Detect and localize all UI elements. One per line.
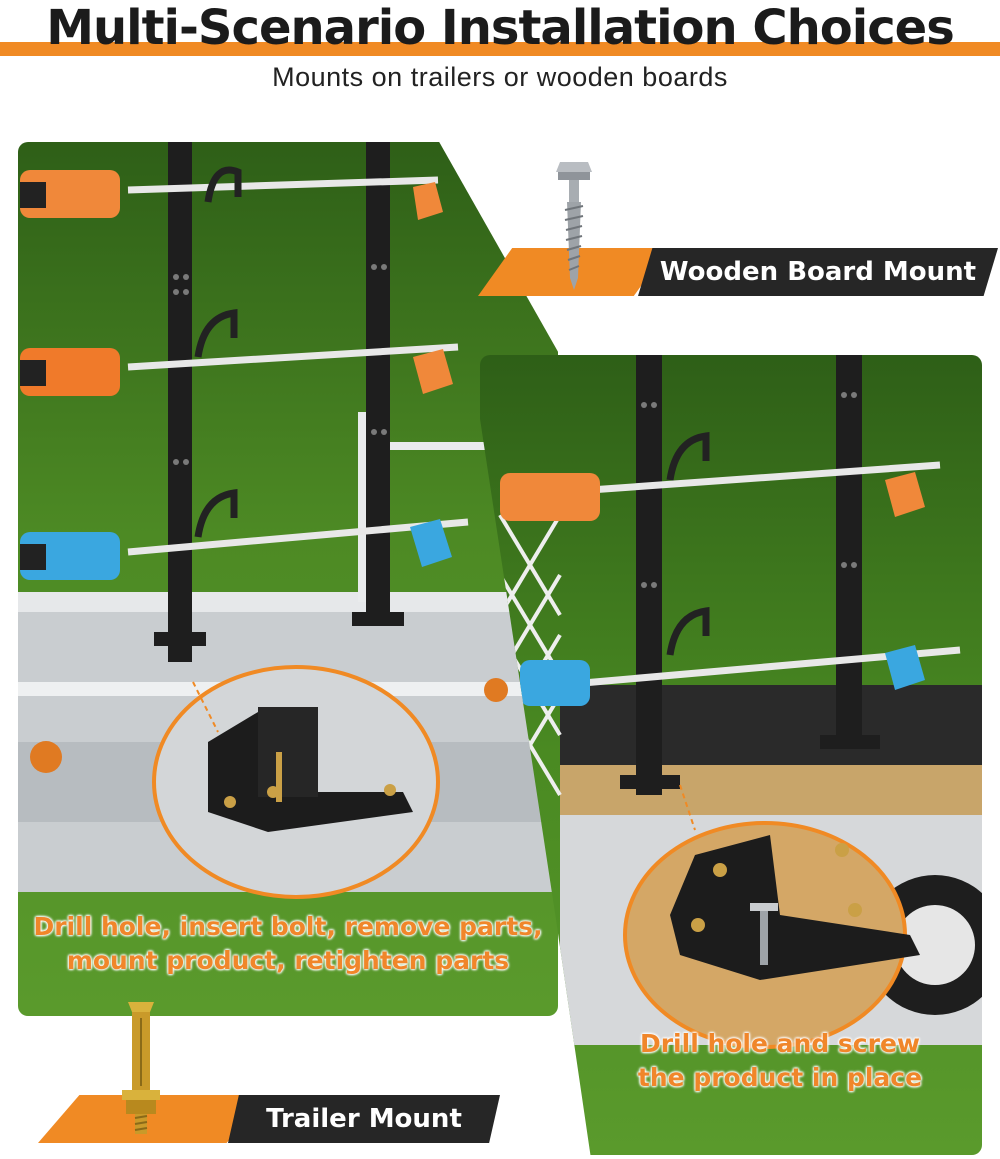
wooden-board-mount-label: Wooden Board Mount (638, 248, 998, 296)
wooden-caption-line1: Drill hole and screw (639, 1029, 921, 1058)
trailer-mount-tag: Trailer Mount (38, 1095, 500, 1143)
wooden-board-mount-photo: Drill hole and screw the product in plac… (480, 355, 982, 1155)
expansion-bolt-icon (122, 1002, 160, 1134)
page-title: Multi-Scenario Installation Choices (46, 0, 955, 56)
wood-screw-icon (556, 162, 592, 290)
trailer-caption-line1: Drill hole, insert bolt, remove parts, (33, 912, 543, 941)
trailer-scene-illustration (18, 142, 558, 1016)
header: Multi-Scenario Installation Choices (0, 0, 1000, 60)
trailer-mount-instructions: Drill hole, insert bolt, remove parts, m… (18, 910, 558, 978)
trailer-mount-photo: Drill hole, insert bolt, remove parts, m… (18, 142, 558, 1016)
page-subtitle: Mounts on trailers or wooden boards (272, 62, 728, 92)
trailer-mount-label: Trailer Mount (228, 1095, 500, 1143)
trailer-caption-line2: mount product, retighten parts (66, 945, 510, 975)
wooden-caption-line2: the product in place (637, 1062, 923, 1092)
wooden-board-instructions: Drill hole and screw the product in plac… (600, 1027, 960, 1095)
title-underline-bar (0, 42, 1000, 56)
